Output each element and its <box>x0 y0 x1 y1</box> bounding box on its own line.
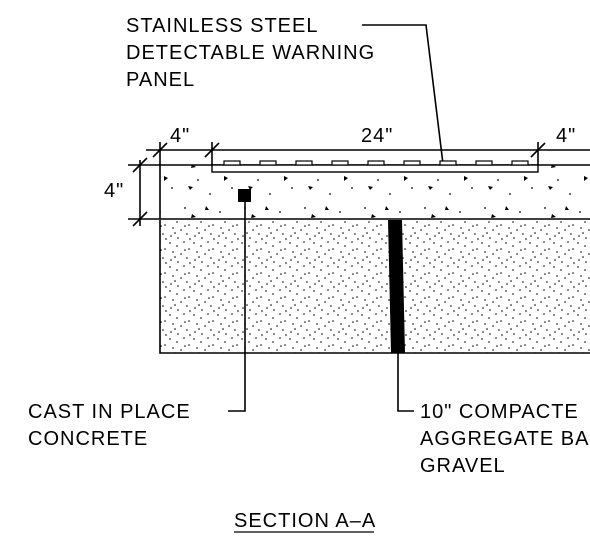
gravel-label-line-2: AGGREGATE BA <box>420 428 589 450</box>
gravel-leader-line <box>397 353 414 412</box>
panel-label-line-1: STAINLESS STEEL <box>126 15 318 37</box>
dim-left: 4" <box>170 125 190 147</box>
gravel-label-line-3: GRAVEL <box>420 455 506 477</box>
expansion-joint <box>388 220 405 353</box>
gravel-layer <box>160 220 590 353</box>
panel-label-line-3: PANEL <box>126 69 195 91</box>
dim-depth: 4" <box>104 180 124 202</box>
dim-right: 4" <box>556 125 576 147</box>
panel-label-line-2: DETECTABLE WARNING <box>126 42 375 64</box>
depth-dimension <box>128 157 160 227</box>
section-title: SECTION A–A <box>234 510 376 532</box>
concrete-leader-line <box>228 202 246 412</box>
gravel-outline <box>159 220 590 354</box>
dim-center: 24" <box>361 125 393 147</box>
concrete-marker <box>238 189 251 202</box>
concrete-layer <box>160 165 590 219</box>
concrete-label-line-2: CONCRETE <box>28 428 148 450</box>
warning-panel <box>211 160 539 173</box>
gravel-label-line-1: 10" COMPACTE <box>420 401 579 423</box>
dimension-line <box>146 142 590 166</box>
concrete-label-line-1: CAST IN PLACE <box>28 401 191 423</box>
panel-leader-line <box>362 24 445 173</box>
